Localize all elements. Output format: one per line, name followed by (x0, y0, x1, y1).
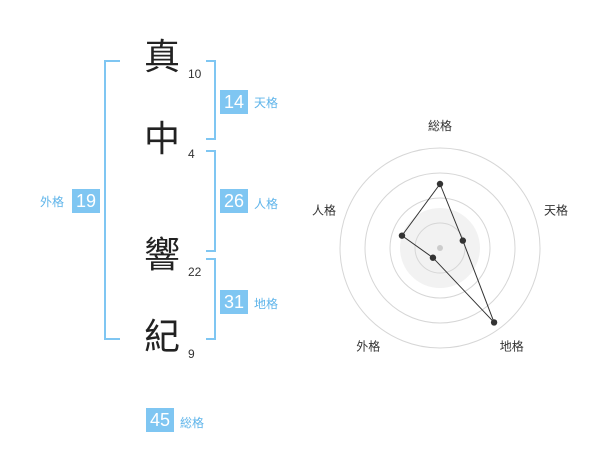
radar-series-line (401, 182, 495, 323)
radar-ring-3 (364, 172, 516, 324)
tenkaku-bracket (206, 60, 216, 140)
radar-axis-label: 人格 (312, 202, 336, 217)
radar-point (459, 237, 467, 244)
radar-plot (398, 180, 498, 326)
radar-ring-2 (389, 197, 491, 299)
radar-axis-label: 天格 (544, 202, 568, 217)
soukaku-value: 45 (146, 408, 174, 432)
stroke-count-1: 10 (188, 67, 202, 81)
chikaku-bracket (206, 258, 216, 340)
radar-point (429, 254, 437, 261)
tenkaku-label: 天格 (254, 96, 279, 110)
radar-ring-1 (414, 222, 466, 274)
gaikaku-label: 外格 (40, 195, 65, 209)
radar-axis-label: 外格 (356, 339, 380, 354)
name-char-1: 真 (143, 37, 180, 78)
jinkaku-bracket (206, 150, 216, 252)
tenkaku-value: 14 (220, 90, 248, 114)
gaikaku-value: 19 (72, 189, 100, 213)
stroke-count-2: 4 (188, 147, 195, 161)
chikaku-label: 地格 (254, 297, 279, 311)
jinkaku-label: 人格 (254, 197, 279, 211)
stroke-count-3: 22 (188, 265, 202, 279)
gaikaku-bracket (104, 60, 120, 340)
name-char-4: 紀 (143, 317, 180, 358)
radar-center-dot (437, 245, 443, 251)
radar-point (490, 319, 498, 326)
radar-rings (339, 147, 541, 349)
soukaku-label: 総格 (180, 416, 205, 430)
radar-point (436, 180, 444, 188)
name-char-2: 中 (143, 119, 180, 160)
stroke-count-4: 9 (188, 347, 195, 361)
chikaku-value: 31 (220, 290, 248, 314)
radar-axis-label: 地格 (500, 339, 524, 354)
radar-point (398, 232, 406, 239)
radar-ring-4 (339, 147, 541, 349)
name-char-3: 響 (143, 235, 180, 276)
radar-axis-label: 総格 (428, 118, 452, 133)
jinkaku-value: 26 (220, 189, 248, 213)
